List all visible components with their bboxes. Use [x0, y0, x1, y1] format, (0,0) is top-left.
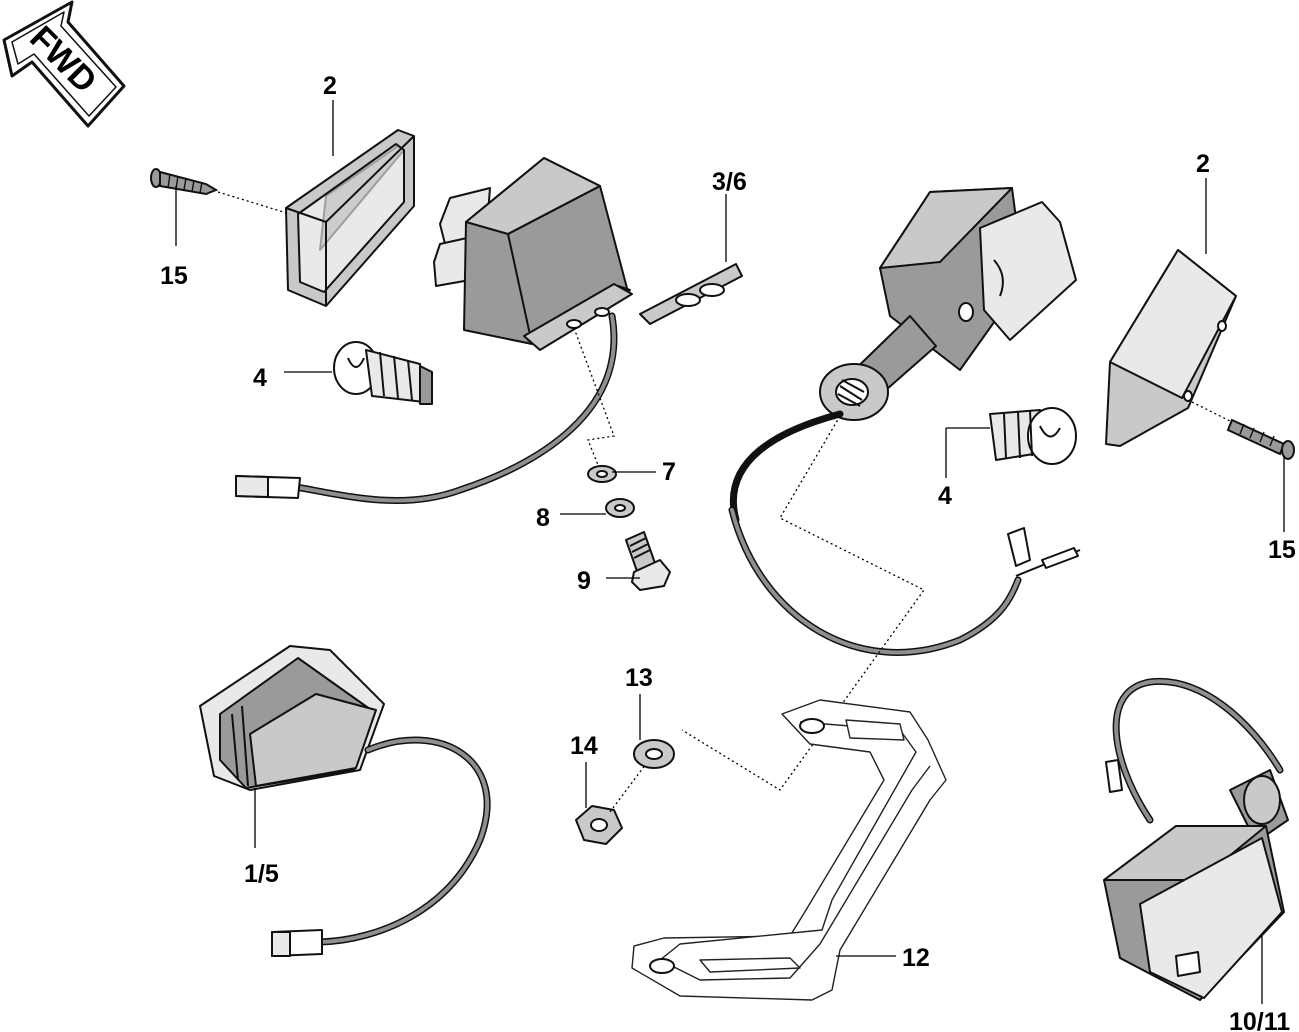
callout-2-left: 2: [323, 72, 337, 100]
washer-8: [605, 498, 635, 518]
callout-13: 13: [625, 664, 653, 692]
callout-3-6: 3/6: [712, 168, 747, 196]
gasket: [639, 263, 743, 325]
callout-10-11: 10/11: [1229, 1008, 1290, 1032]
right-bulb: [989, 407, 1077, 465]
lower-left-signal-wire: [271, 736, 491, 957]
callout-2-right: 2: [1196, 150, 1210, 178]
bolt-9: [625, 531, 671, 591]
callout-15-left: 15: [160, 262, 188, 290]
callout-4-right: 4: [938, 482, 952, 510]
left-screw: [150, 168, 219, 196]
callout-labels: 2 15 4 3/6 7 8 9 2 4 15 13 14 1/5 12 10/…: [160, 72, 1296, 1032]
callout-4-left: 4: [253, 364, 267, 392]
spring-washer-13: [633, 739, 675, 769]
right-signal: [819, 187, 1077, 421]
left-light-housing: [433, 157, 633, 351]
left-bulb: [333, 341, 433, 405]
left-lens: [285, 129, 415, 307]
callout-12: 12: [902, 944, 930, 972]
callout-1-5: 1/5: [244, 860, 279, 888]
left-light-wire: [235, 312, 618, 505]
bracket-12: [631, 699, 947, 1001]
callout-14: 14: [570, 732, 598, 760]
fwd-arrow-icon: FWD: [2, 0, 126, 128]
callout-9: 9: [577, 567, 591, 595]
callout-15-right: 15: [1268, 536, 1296, 564]
lower-left-signal: [199, 645, 385, 791]
right-screw: [1226, 418, 1295, 460]
nut-14: [575, 805, 623, 845]
leader-lines: [175, 100, 1285, 1004]
washer-7: [587, 465, 617, 483]
right-lens: [1105, 249, 1237, 447]
callout-8: 8: [536, 504, 550, 532]
right-signal-wires: [728, 410, 1081, 656]
lower-right-signal: [1103, 677, 1289, 1001]
callout-7: 7: [662, 458, 676, 486]
